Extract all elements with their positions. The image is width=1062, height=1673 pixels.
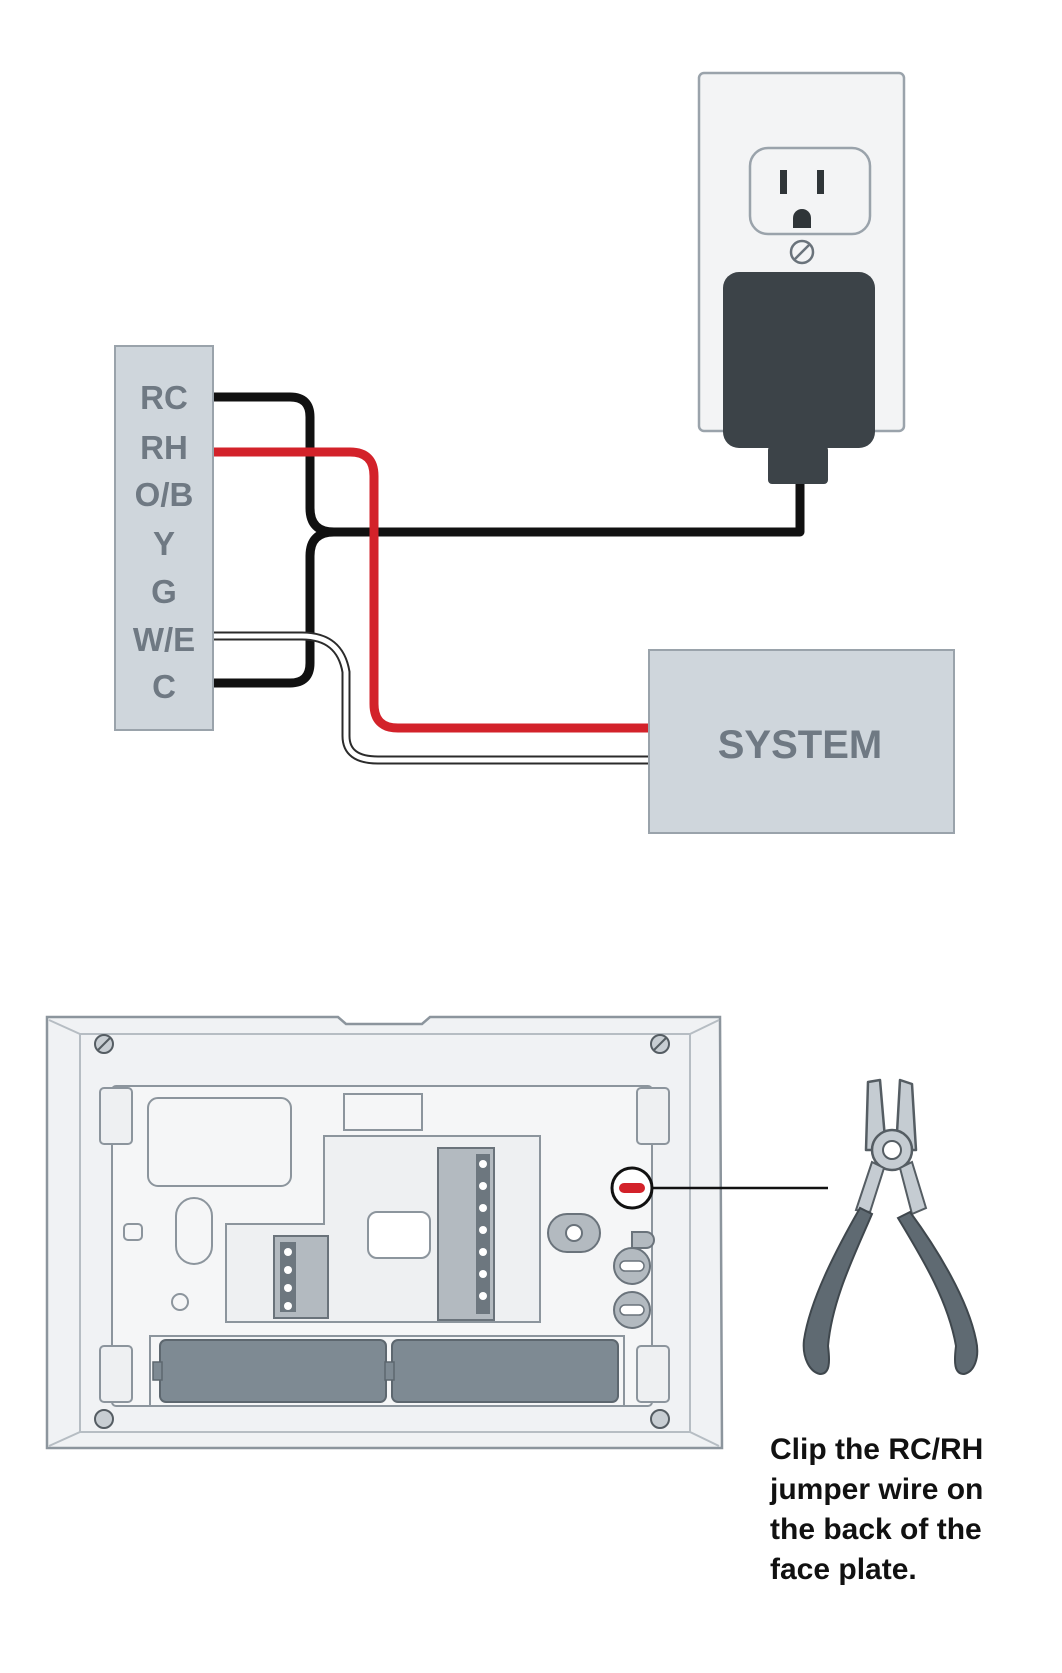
face-plate (45, 1015, 828, 1450)
rh-red-wire (213, 447, 650, 733)
terminal-we: W/E (133, 621, 195, 658)
screw-icon (94, 1034, 670, 1429)
caption-line-3: the back of the (770, 1513, 982, 1546)
battery (159, 1339, 387, 1403)
caption-line-1: Clip the RC/RH (770, 1433, 984, 1466)
system-label: SYSTEM (718, 723, 882, 767)
battery (391, 1339, 619, 1403)
instruction-caption: Clip the RC/RH jumper wire on the back o… (770, 1430, 1050, 1590)
c-black-wire (213, 527, 335, 688)
terminal-y: Y (153, 525, 175, 562)
terminal-g: G (151, 573, 177, 610)
terminal-c: C (152, 668, 176, 705)
terminal-ob: O/B (135, 476, 194, 513)
terminal-rh: RH (140, 429, 188, 466)
power-adapter-icon (723, 272, 875, 484)
pliers-icon (802, 1078, 979, 1376)
terminal-rc: RC (140, 379, 188, 416)
jumper-wire-marker-icon (610, 1166, 654, 1210)
system-box: SYSTEM (648, 649, 955, 834)
we-white-wire (213, 633, 650, 763)
caption-line-2: jumper wire on (770, 1473, 984, 1506)
caption-line-4: face plate. (770, 1553, 917, 1586)
wires (213, 392, 805, 765)
terminal-block: RC RH O/B Y G W/E C (114, 345, 214, 731)
we-white-wire-outline (213, 631, 650, 765)
